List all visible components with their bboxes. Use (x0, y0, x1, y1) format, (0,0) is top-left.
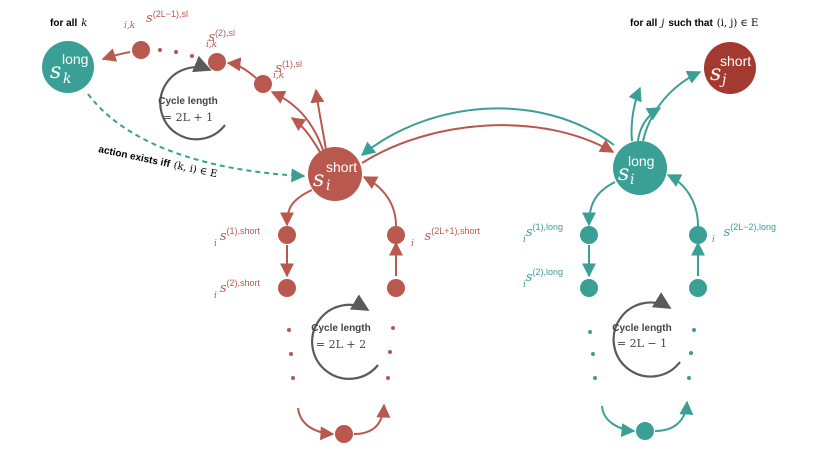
svg-text:j: j (719, 72, 727, 88)
svg-text:s: s (313, 167, 324, 192)
cycle-sl: Cycle length = 2L + 1 (158, 55, 226, 141)
node-s-i-short[interactable]: s short i (308, 147, 362, 201)
dot (591, 352, 595, 356)
node-sl-2L1[interactable] (132, 41, 150, 59)
edge-short-to-long (361, 124, 615, 164)
node-long-2L3[interactable] (689, 279, 707, 297)
svg-text:long: long (628, 153, 654, 169)
node-long-1[interactable] (580, 226, 598, 244)
cycle-title: Cycle length (311, 323, 370, 334)
dot (386, 376, 390, 380)
edge-long-bottom-in (601, 405, 636, 438)
edge-short-to-sl1 (270, 90, 324, 151)
dot (158, 48, 162, 52)
edge-long-to-short (360, 107, 615, 156)
svg-text:s: s (50, 59, 61, 84)
svg-text:long: long (62, 51, 88, 67)
cycle-value: = 2L + 1 (163, 111, 213, 124)
edge-action-dashed (87, 93, 306, 183)
dot (687, 376, 691, 380)
dot (388, 350, 392, 354)
edge-short-up-2 (290, 117, 321, 153)
edge-sl1-to-sl2 (226, 57, 257, 79)
edge-long-bottom-out (654, 400, 694, 432)
node-short-1[interactable] (278, 226, 296, 244)
cycle-value: = 2L + 2 (316, 338, 366, 351)
cycle-long: Cycle length = 2L − 1 (612, 292, 681, 378)
node-short-2[interactable] (278, 279, 296, 297)
svg-text:i: i (326, 178, 330, 194)
cycle-title: Cycle length (612, 323, 671, 334)
cycle-arrow (159, 55, 226, 141)
node-long-bottom[interactable] (636, 422, 654, 440)
svg-text:short: short (720, 53, 751, 69)
node-long-2L2[interactable] (689, 226, 707, 244)
edge-sl2L1-to-sklong (101, 48, 131, 62)
edge-l2L2-to-long (666, 174, 699, 227)
svg-text:i: i (630, 172, 634, 188)
cycle-title: Cycle length (158, 96, 217, 107)
svg-text:short: short (326, 159, 357, 175)
svg-text:s: s (618, 161, 629, 186)
cycle-arrow (311, 294, 379, 380)
node-long-2[interactable] (580, 279, 598, 297)
dot (593, 376, 597, 380)
edge-long-to-l1 (582, 181, 616, 227)
edge-long-to-sj (642, 70, 702, 142)
caption-action-exists: action exists iff(k, i) ∈ E (97, 144, 218, 180)
cycle-arrow (612, 292, 681, 378)
node-s-j-short[interactable]: s short j (704, 42, 756, 94)
node-s-k-long[interactable]: s long k (42, 41, 94, 93)
svg-text:s: s (710, 61, 721, 86)
dot (391, 326, 395, 330)
dot (689, 351, 693, 355)
dot (190, 54, 194, 58)
edge-bottom-in (297, 407, 335, 441)
node-short-2L[interactable] (387, 279, 405, 297)
dot (289, 352, 293, 356)
cycle-short: Cycle length = 2L + 2 (311, 294, 379, 380)
edge-long-up-1 (628, 86, 642, 142)
dot (287, 328, 291, 332)
cycle-value: = 2L − 1 (617, 337, 667, 350)
edge-bottom-out (353, 403, 391, 435)
edge-short-up-1 (310, 88, 327, 151)
dot (588, 330, 592, 334)
node-sl-1[interactable] (254, 75, 272, 93)
edge-s2L1-to-short (362, 176, 397, 227)
node-short-2L1[interactable] (387, 226, 405, 244)
node-s-i-long[interactable]: s long i (613, 141, 667, 195)
dot (291, 376, 295, 380)
dot (692, 328, 696, 332)
dot (174, 50, 178, 54)
svg-text:k: k (63, 71, 71, 87)
node-sl-2[interactable] (208, 53, 226, 71)
edge-short-to-s1 (280, 189, 313, 227)
node-short-bottom[interactable] (335, 425, 353, 443)
